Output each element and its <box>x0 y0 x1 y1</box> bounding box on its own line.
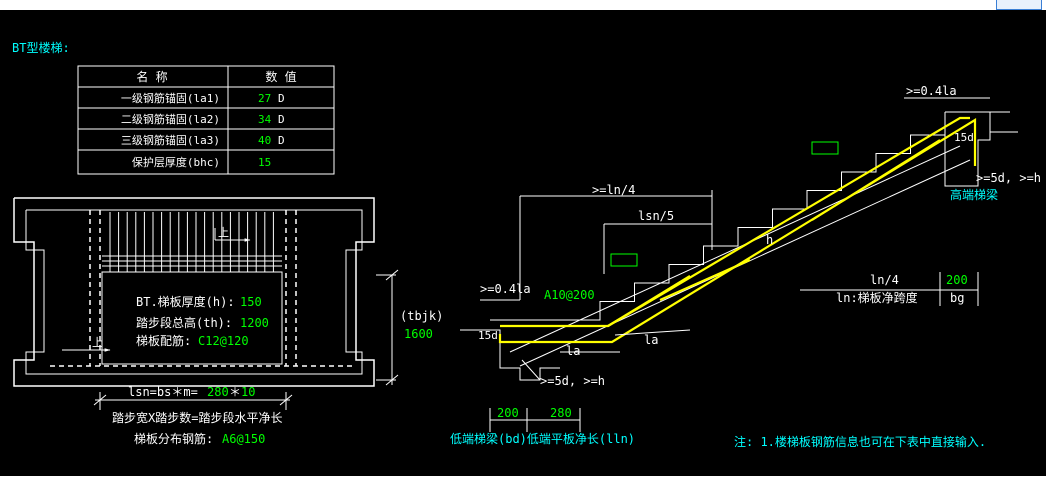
la-label: la <box>644 333 658 347</box>
bg-value[interactable]: 200 <box>946 273 968 287</box>
corner-button[interactable] <box>996 0 1042 10</box>
dist-label: 梯板分布钢筋: <box>134 431 213 446</box>
green-marker[interactable] <box>610 253 638 267</box>
row-unit: D <box>278 92 285 105</box>
row-name: 二级钢筋锚固(la2) <box>121 112 220 126</box>
drawing-board <box>0 10 1046 476</box>
row-name: 保护层厚度(bhc) <box>132 155 220 169</box>
plan-treads <box>102 212 282 272</box>
page-title: BT型楼梯: <box>12 40 70 55</box>
dim-anchor-left: >=0.4la <box>480 282 531 296</box>
section-dims <box>480 97 990 432</box>
row-unit: D <box>278 113 285 126</box>
15d-right: 15d <box>954 131 974 144</box>
section-view <box>460 111 1018 381</box>
h-label: h <box>766 233 773 247</box>
rebar-label: 梯板配筋: <box>136 333 191 348</box>
dim-lsn5: lsn/5 <box>638 209 674 223</box>
thickness-label: BT.梯板厚度(h): <box>136 294 235 309</box>
plan-up-label: 上 <box>218 226 229 239</box>
row-value[interactable]: 27 <box>258 92 271 105</box>
row-name: 一级钢筋锚固(la1) <box>121 91 220 105</box>
rebar-value[interactable]: C12@120 <box>198 334 249 348</box>
dist-value[interactable]: A6@150 <box>222 432 265 446</box>
lsn-formula: lsn=bs＊m= <box>128 385 198 399</box>
dim-ln4-top: >=ln/4 <box>592 183 635 197</box>
lsn-m[interactable]: 10 <box>241 385 255 399</box>
top-strip <box>0 0 1046 10</box>
col-header-name: 名 称 <box>136 69 167 84</box>
dim-anchor-top: >=0.4la <box>906 84 957 98</box>
plan-view <box>13 197 375 387</box>
green-marker[interactable] <box>811 141 839 155</box>
height-label: 踏步段总高(th): <box>136 315 232 330</box>
col-header-value: 数 值 <box>265 69 296 84</box>
row-value[interactable]: 15 <box>258 156 271 169</box>
row-unit: D <box>278 134 285 147</box>
low-labels: 低端梯梁(bd)低端平板净长(lln) <box>450 431 635 446</box>
lln-value[interactable]: 280 <box>550 406 572 420</box>
row-value[interactable]: 40 <box>258 134 271 147</box>
row-value[interactable]: 34 <box>258 113 272 126</box>
5d-right: >=5d, >=h <box>976 171 1041 185</box>
plan-up-label: 上 <box>92 336 103 349</box>
dim-ln4-bottom: ln/4 <box>870 273 899 287</box>
thickness-value[interactable]: 150 <box>240 295 262 309</box>
la-label: la <box>566 344 580 358</box>
tbjk-value[interactable]: 1600 <box>404 327 433 341</box>
ln-label: ln:梯板净跨度 <box>836 290 918 305</box>
height-value[interactable]: 1200 <box>240 316 269 330</box>
high-beam-label: 高端梯梁 <box>950 187 998 202</box>
bd-value[interactable]: 200 <box>497 406 519 420</box>
note: 注: 1.楼梯板钢筋信息也可在下表中直接输入. <box>734 434 986 449</box>
15d-left: 15d <box>478 329 498 342</box>
lsn-bs[interactable]: 280 <box>207 385 229 399</box>
bg-label: bg <box>950 291 964 305</box>
param-table <box>77 65 335 175</box>
5d-left: >=5d, >=h <box>540 374 605 388</box>
tbjk-label: (tbjk) <box>400 309 443 323</box>
formula-desc: 踏步宽X踏步数=踏步段水平净长 <box>112 410 282 425</box>
lsn-times: ＊ <box>229 385 241 399</box>
section-rebar <box>498 116 977 344</box>
a10-label[interactable]: A10@200 <box>544 288 595 302</box>
row-name: 三级钢筋锚固(la3) <box>121 133 220 147</box>
bottom-strip <box>0 476 1046 482</box>
